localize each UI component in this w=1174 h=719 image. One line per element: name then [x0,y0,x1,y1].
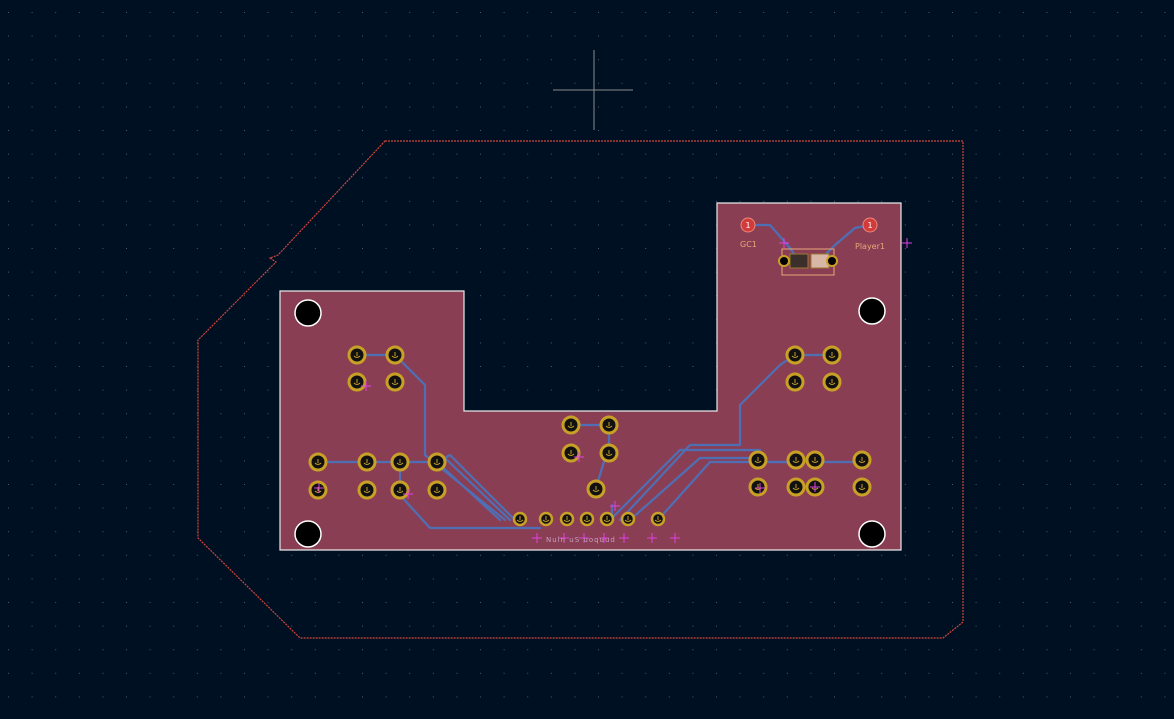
pad[interactable] [620,511,636,527]
pad[interactable] [357,480,377,500]
board-courtyard-outline [197,140,964,639]
anchor-marker-icon [599,533,609,543]
pad-number: 1 [868,221,873,230]
anchor-marker-icon [902,238,912,248]
pad[interactable] [599,511,615,527]
copper-tracks[interactable] [316,223,872,530]
pad-number: 1 [746,221,751,230]
pad[interactable] [785,372,805,392]
mounting-holes[interactable] [294,297,886,548]
pad[interactable] [748,450,768,470]
footprint-anchor-markers [314,238,912,543]
connector-reference-label[interactable]: Nuln uS uoquud [546,536,616,544]
mounting-hole[interactable] [858,297,886,325]
pad[interactable] [599,443,619,463]
pad[interactable] [786,477,806,497]
anchor-marker-icon [755,483,765,493]
pad[interactable] [559,511,575,527]
mounting-hole[interactable] [858,520,886,548]
pad[interactable] [308,480,328,500]
pad[interactable] [385,345,405,365]
smd-pad[interactable]: 1 [740,217,756,233]
pad[interactable] [805,450,825,470]
pad[interactable] [586,479,606,499]
pad[interactable] [427,480,447,500]
pad[interactable] [852,477,872,497]
anchor-marker-icon [574,452,584,462]
pad[interactable] [785,345,805,365]
pad[interactable] [852,450,872,470]
pad[interactable] [357,452,377,472]
anchor-marker-icon [610,501,620,511]
anchor-marker-icon [647,533,657,543]
mounting-hole[interactable] [294,299,322,327]
pad[interactable] [538,511,554,527]
gc1-reference-label[interactable]: GC1 [740,240,757,249]
anchor-marker-icon [779,238,789,248]
anchor-marker-icon [559,533,569,543]
pad[interactable] [748,477,768,497]
pad[interactable] [512,511,528,527]
pad[interactable] [347,372,367,392]
player1-reference-label[interactable]: Player1 [855,242,885,251]
mounting-hole[interactable] [294,520,322,548]
anchor-marker-icon [670,533,680,543]
anchor-marker-icon [810,482,820,492]
anchor-marker-icon [619,533,629,543]
anchor-marker-icon [579,533,589,543]
pad[interactable] [347,345,367,365]
pad[interactable] [390,480,410,500]
pad[interactable] [390,452,410,472]
pad[interactable] [822,345,842,365]
pad[interactable] [599,415,619,435]
pad[interactable] [579,511,595,527]
pad[interactable] [561,415,581,435]
pad[interactable] [650,511,666,527]
anchor-marker-icon [314,483,324,493]
pad[interactable] [385,372,405,392]
pad[interactable] [308,452,328,472]
pad[interactable] [786,450,806,470]
pad[interactable] [822,372,842,392]
anchor-marker-icon [532,533,542,543]
pad[interactable] [427,452,447,472]
switch-footprint[interactable] [778,248,838,276]
anchor-marker-icon [403,489,413,499]
grid-dots [8,12,1166,698]
pad[interactable] [561,443,581,463]
anchor-marker-icon [361,381,371,391]
smd-pad[interactable]: 1 [862,217,878,233]
crosshair-cursor-icon [553,50,633,130]
